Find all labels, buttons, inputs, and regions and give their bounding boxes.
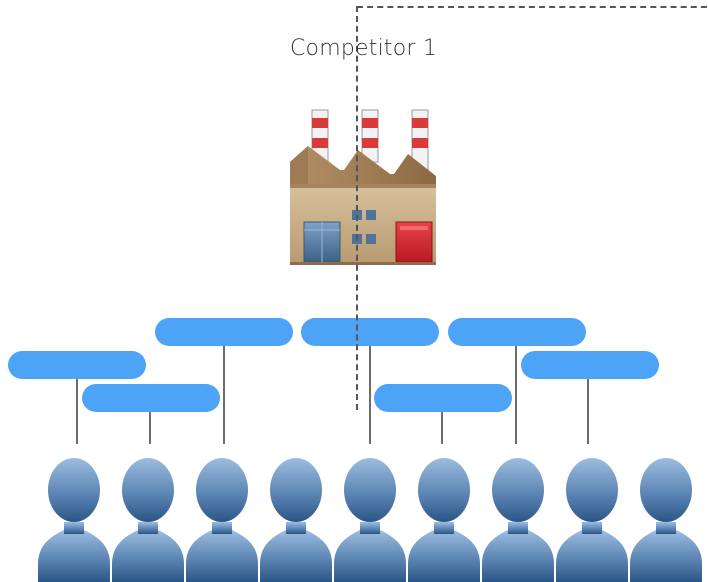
stem-5 <box>441 404 443 444</box>
offer-bar-3 <box>155 318 293 346</box>
person-silhouette-icon <box>112 458 184 582</box>
offer-bar-6 <box>448 318 586 346</box>
stem-1 <box>76 372 78 444</box>
offer-bar-5 <box>374 384 512 412</box>
person-silhouette-icon <box>630 458 702 582</box>
competitor-label: Competitor 1 <box>290 36 438 61</box>
offer-bar-1 <box>8 351 146 379</box>
offer-bar-4 <box>301 318 439 346</box>
factory-icon <box>290 109 436 265</box>
person-silhouette-icon <box>38 458 110 582</box>
stem-6 <box>515 340 517 444</box>
offer-bar-7 <box>521 351 659 379</box>
person-silhouette-icon <box>408 458 480 582</box>
person-silhouette-icon <box>556 458 628 582</box>
stem-2 <box>149 404 151 444</box>
person-silhouette-icon <box>482 458 554 582</box>
stem-3 <box>223 340 225 444</box>
stem-7 <box>587 372 589 444</box>
person-silhouette-icon <box>260 458 332 582</box>
dashed-frame-left <box>356 6 358 410</box>
person-silhouette-icon <box>334 458 406 582</box>
dashed-frame-top <box>357 6 708 8</box>
customer-crowd <box>38 458 702 582</box>
stem-4 <box>369 340 371 444</box>
offer-bar-2 <box>82 384 220 412</box>
person-silhouette-icon <box>186 458 258 582</box>
